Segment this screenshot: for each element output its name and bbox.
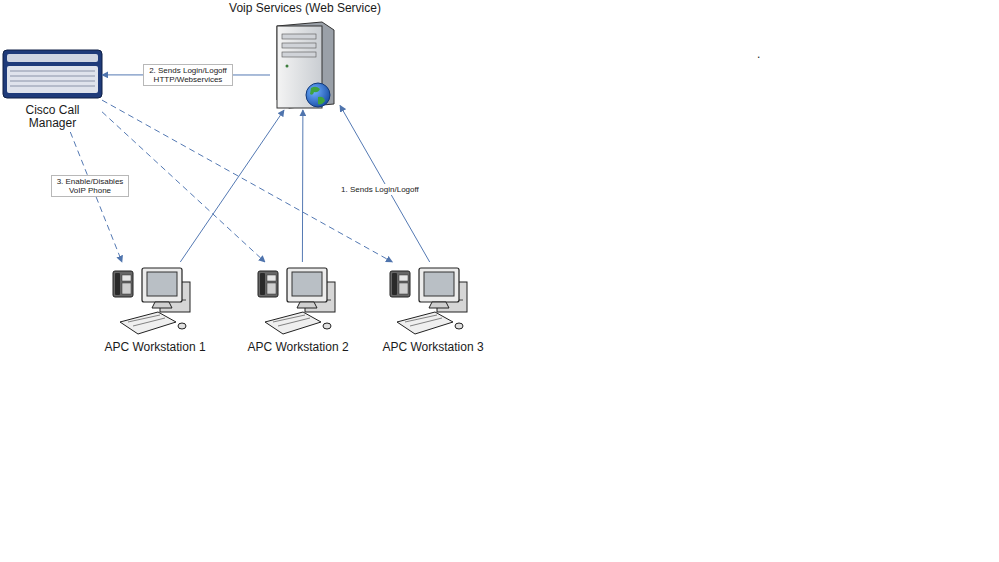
workstation-icon xyxy=(390,268,467,334)
workstation-icon xyxy=(113,268,190,334)
note-text: . xyxy=(757,47,760,61)
node-label: APC Workstation 2 xyxy=(243,341,353,354)
dashed-connector xyxy=(70,132,122,262)
call-manager-icon xyxy=(3,50,102,98)
node-label: Cisco Call Manager xyxy=(17,104,88,130)
workstation: APC Workstation 1 xyxy=(100,262,210,358)
edge-label: 3. Enable/Disables VoIP Phone xyxy=(51,175,129,197)
call-manager: Cisco Call Manager xyxy=(3,48,102,132)
node-label: APC Workstation 3 xyxy=(378,341,488,354)
server-icon xyxy=(277,22,334,108)
workstation: APC Workstation 2 xyxy=(243,262,353,358)
connector xyxy=(340,105,430,262)
edge-label: 2. Sends Login/Logoff HTTP/Webservices xyxy=(143,64,233,86)
dashed-connector xyxy=(102,100,392,262)
node-label: APC Workstation 1 xyxy=(100,341,210,354)
connector xyxy=(180,110,284,262)
workstation: APC Workstation 3 xyxy=(378,262,488,358)
edge-label: 1. Sends Login/Logoff xyxy=(339,184,421,195)
web-service-server: Voip Services (Web Service) xyxy=(270,18,340,110)
connector xyxy=(302,110,304,262)
node-label: Voip Services (Web Service) xyxy=(210,2,400,15)
workstation-icon xyxy=(258,268,335,334)
